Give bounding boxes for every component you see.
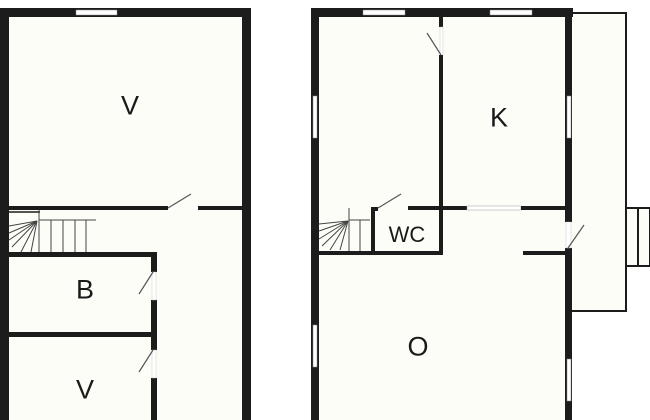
interior-wall bbox=[151, 378, 157, 420]
door-swing bbox=[138, 271, 154, 295]
staircase bbox=[318, 208, 370, 251]
interior-wall bbox=[408, 206, 467, 210]
interior-wall bbox=[371, 207, 375, 255]
window bbox=[566, 358, 572, 402]
interior-wall bbox=[319, 251, 443, 255]
interior-wall bbox=[439, 17, 443, 27]
door-swing bbox=[426, 32, 442, 56]
outer-wall-left bbox=[0, 8, 9, 420]
door-swing bbox=[167, 193, 192, 209]
outer-wall-top bbox=[0, 8, 251, 17]
door-swing bbox=[567, 224, 585, 249]
staircase bbox=[8, 210, 96, 253]
interior-wall bbox=[198, 206, 242, 210]
ground-floor-plan bbox=[311, 8, 650, 420]
interior-wall bbox=[523, 251, 565, 255]
room-label-wc: WC bbox=[388, 222, 426, 247]
window-internal bbox=[466, 205, 522, 211]
window bbox=[489, 9, 533, 16]
door-swing bbox=[377, 193, 402, 209]
porch bbox=[569, 12, 627, 312]
window bbox=[75, 9, 118, 16]
room-label-living-room-upper: V bbox=[120, 90, 140, 121]
interior-wall bbox=[151, 252, 157, 272]
interior-wall bbox=[439, 55, 443, 255]
room-label-kitchen: K bbox=[489, 102, 509, 133]
room-label-open-room: O bbox=[407, 331, 429, 362]
room-label-bathroom: B bbox=[75, 274, 95, 305]
room-label-living-room-lower: V bbox=[75, 374, 95, 405]
porch-steps bbox=[625, 207, 650, 267]
window bbox=[362, 9, 406, 16]
window bbox=[312, 324, 318, 368]
outer-wall-left bbox=[311, 8, 319, 420]
window bbox=[566, 95, 572, 139]
interior-wall bbox=[151, 300, 157, 350]
outer-wall-right-lower bbox=[565, 248, 572, 420]
outer-wall-right bbox=[242, 8, 251, 420]
interior-wall bbox=[9, 206, 168, 210]
interior-wall bbox=[521, 206, 565, 210]
upper-floor-plan bbox=[0, 8, 251, 420]
interior-wall bbox=[9, 332, 157, 337]
door-swing bbox=[138, 349, 154, 373]
interior-wall bbox=[9, 252, 157, 257]
window bbox=[312, 95, 318, 139]
outer-wall-top bbox=[311, 8, 573, 17]
